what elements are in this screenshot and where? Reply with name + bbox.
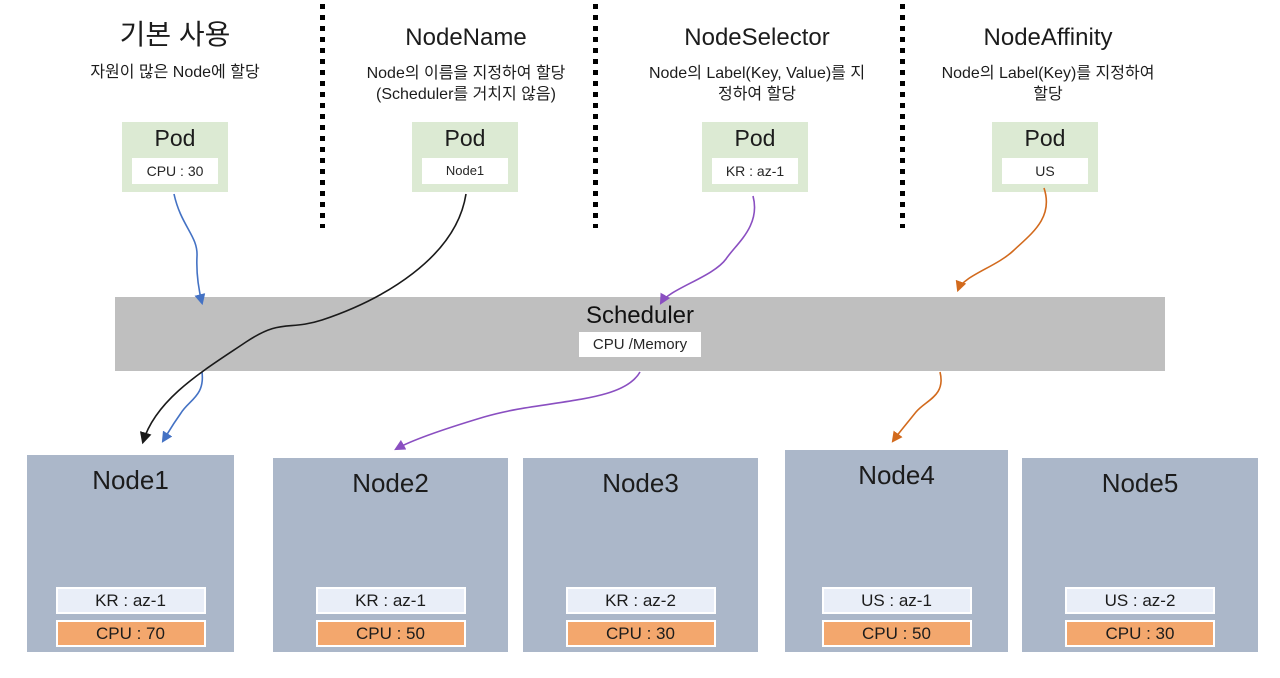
column-header-basic: 기본 사용 자원이 많은 Node에 할당: [40, 18, 310, 83]
arrow-scheduler-to-node2: [394, 371, 641, 451]
column-title: 기본 사용: [119, 19, 231, 50]
node-box-5: Node5 US : az-2 CPU : 30: [1022, 458, 1258, 652]
pod-label-chip: Node1: [422, 158, 508, 184]
node-title: Node4: [858, 460, 935, 490]
node-box-3: Node3 KR : az-2 CPU : 30: [523, 458, 758, 652]
node-zone-chip: US : az-1: [821, 587, 972, 614]
pod-box-nodeaffinity: Pod US: [992, 122, 1098, 192]
pod-box-nodename: Pod Node1: [412, 122, 518, 192]
divider-dotted-3: [900, 4, 905, 228]
node-zone-chip: KR : az-1: [315, 587, 466, 614]
node-title: Node3: [602, 468, 679, 498]
node-cpu-chip: CPU : 30: [1065, 620, 1215, 647]
node-cpu-chip: CPU : 30: [565, 620, 716, 647]
node-cpu-chip: CPU : 70: [55, 620, 206, 647]
pod-label-chip: KR : az-1: [712, 158, 798, 184]
node-title: Node5: [1101, 468, 1179, 498]
pod-box-basic: Pod CPU : 30: [122, 122, 228, 192]
arrow-pod-basic-to-scheduler: [173, 193, 206, 306]
node-title: Node2: [352, 468, 429, 498]
node-box-2: Node2 KR : az-1 CPU : 50: [273, 458, 508, 652]
column-title: NodeSelector: [684, 24, 830, 51]
divider-dotted-1: [320, 4, 325, 228]
column-title: NodeName: [405, 24, 527, 51]
pod-box-nodeselector: Pod KR : az-1: [702, 122, 808, 192]
column-header-nodeselector: NodeSelector Node의 Label(Key, Value)를 지 …: [612, 24, 902, 105]
column-subtitle: 자원이 많은 Node에 할당: [90, 63, 260, 81]
column-title: NodeAffinity: [983, 24, 1113, 51]
pod-title: Pod: [734, 125, 776, 151]
column-header-nodename: NodeName Node의 이름을 지정하여 할당 (Scheduler를 거…: [337, 24, 595, 105]
pod-title: Pod: [444, 125, 486, 151]
node-box-4: Node4 US : az-1 CPU : 50: [785, 450, 1008, 652]
node-box-1: Node1 KR : az-1 CPU : 70: [27, 455, 234, 652]
column-subtitle: Node의 이름을 지정하여 할당 (Scheduler를 거치지 않음): [366, 64, 566, 103]
pod-label-chip: CPU : 30: [132, 158, 218, 184]
arrow-pod-nodeaffinity-to-scheduler: [955, 187, 1048, 293]
scheduler-title: Scheduler: [585, 302, 695, 329]
pod-title: Pod: [154, 125, 196, 151]
node-zone-chip: KR : az-2: [565, 587, 716, 614]
arrow-scheduler-to-node4: [891, 371, 942, 443]
pod-title: Pod: [1024, 125, 1066, 151]
pod-label-chip: US: [1002, 158, 1088, 184]
node-cpu-chip: CPU : 50: [821, 620, 972, 647]
column-subtitle: Node의 Label(Key)를 지정하여 할당: [941, 64, 1155, 103]
node-cpu-chip: CPU : 50: [315, 620, 466, 647]
arrow-scheduler-to-node1: [161, 371, 204, 443]
scheduler-resources-chip: CPU /Memory: [578, 332, 702, 357]
column-header-nodeaffinity: NodeAffinity Node의 Label(Key)를 지정하여 할당: [912, 24, 1184, 105]
divider-dotted-2: [593, 4, 598, 228]
node-zone-chip: KR : az-1: [55, 587, 206, 614]
scheduler-bar: Scheduler CPU /Memory: [115, 297, 1165, 371]
node-zone-chip: US : az-2: [1065, 587, 1215, 614]
arrow-pod-nodeselector-to-scheduler: [659, 195, 756, 305]
node-title: Node1: [92, 465, 169, 495]
column-subtitle: Node의 Label(Key, Value)를 지 정하여 할당: [648, 64, 866, 103]
